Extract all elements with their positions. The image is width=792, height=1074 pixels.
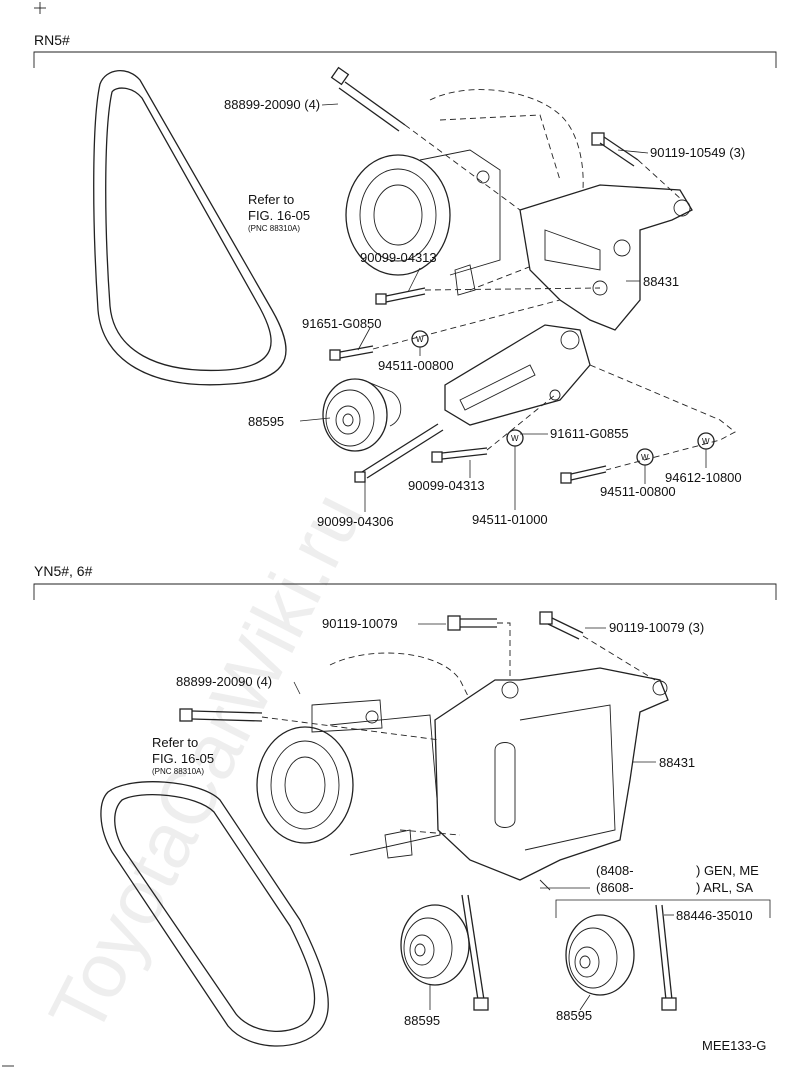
- label-washer-94511-a-top: 94511-00800: [378, 358, 454, 373]
- label-refer-pnc-bottom: (PNC 88310A): [152, 767, 204, 776]
- label-range-2: (8608-: [596, 880, 634, 895]
- label-bolt-90099-a-top: 90099-04313: [360, 250, 437, 265]
- label-pulley-88595-b-bottom: 88595: [556, 1008, 592, 1023]
- washer-94511-a-top: W: [411, 330, 429, 348]
- washer-94511-c-top: W: [506, 429, 524, 447]
- section-rn5: RN5#: [33, 32, 777, 529]
- label-bolt-90099-b-top: 90099-04313: [408, 478, 485, 493]
- label-range-1: (8408-: [596, 863, 634, 878]
- label-pulley-88595-top: 88595: [248, 414, 284, 429]
- bolt-90099-b-top: [431, 447, 488, 463]
- label-refer-line2-bottom: FIG. 16-05: [152, 751, 214, 766]
- bolt-90119-a-bottom: [447, 615, 497, 631]
- label-washer-94511-c-top: 94511-01000: [472, 512, 548, 527]
- bolt-91611-top: [560, 465, 607, 484]
- label-refer-line1-top: Refer to: [248, 192, 294, 207]
- label-washer-94612-top: 94612-10800: [665, 470, 742, 485]
- section-yn5: YN5#, 6#: [33, 563, 777, 1047]
- section-frame-bottom: [33, 583, 777, 600]
- label-refer-pnc-top: (PNC 88310A): [248, 224, 300, 233]
- label-bracket-88431-top: 88431: [643, 274, 679, 289]
- drive-belt-bottom: [100, 781, 329, 1047]
- label-bolt-90119-top: 90119-10549 (3): [650, 145, 745, 160]
- section-header-rn5: RN5#: [34, 32, 70, 48]
- range-bracket-bottom: [540, 887, 771, 918]
- leaders-top: [299, 103, 707, 512]
- section-frame-top: [33, 51, 777, 68]
- idler-pulley-88595-a-bottom: [400, 904, 470, 986]
- bolt-vertical-a-bottom: [461, 894, 489, 1011]
- bolt-88446-bottom: [655, 904, 677, 1011]
- tensioner-bracket-top: [444, 324, 591, 426]
- bolt-90119-top: [591, 132, 639, 167]
- washer-94612-top: W: [697, 432, 715, 450]
- bracket-88431-top: [519, 184, 693, 331]
- drive-belt-top: [93, 70, 287, 386]
- bracket-88431-bottom: [434, 667, 669, 891]
- label-bolt-91611-top: 91611-G0855: [550, 426, 629, 441]
- svg-text:W: W: [416, 335, 424, 344]
- bolt-90099-c-top: [354, 423, 444, 483]
- corner-marks: [2, 2, 46, 1067]
- label-bolt-88899-top: 88899-20090 (4): [224, 97, 320, 112]
- ac-compressor-top: [345, 89, 584, 296]
- label-pulley-88595-a-bottom: 88595: [404, 1013, 440, 1028]
- idler-pulley-88595-b-bottom: [565, 914, 635, 996]
- leaders-bottom: [293, 623, 674, 1011]
- bolt-90119-b-bottom: [539, 611, 584, 640]
- label-refer-line1-bottom: Refer to: [152, 735, 198, 750]
- label-range-2-note: ) ARL, SA: [696, 880, 753, 895]
- svg-text:W: W: [702, 437, 710, 446]
- bolt-88899-bottom: [179, 708, 263, 722]
- bolt-88899-top: [330, 66, 406, 132]
- label-bolt-91651-top: 91651-G0850: [302, 316, 382, 331]
- section-header-yn5: YN5#, 6#: [34, 563, 93, 579]
- ac-compressor-bottom: [256, 652, 471, 859]
- alignment-lines-top: [372, 124, 736, 471]
- svg-text:W: W: [641, 453, 649, 462]
- label-range-1-note: ) GEN, ME: [696, 863, 759, 878]
- label-refer-line2-top: FIG. 16-05: [248, 208, 310, 223]
- label-bracket-88431-bottom: 88431: [659, 755, 695, 770]
- svg-text:W: W: [511, 434, 519, 443]
- alignment-lines-bottom: [261, 622, 656, 836]
- figure-code: MEE133-G: [702, 1038, 766, 1053]
- label-bolt-90099-c-top: 90099-04306: [317, 514, 394, 529]
- label-bolt-88899-bottom: 88899-20090 (4): [176, 674, 272, 689]
- washer-94511-b-top: W: [636, 448, 654, 466]
- label-bolt-90119-b-bottom: 90119-10079 (3): [609, 620, 704, 635]
- label-bolt-88446-bottom: 88446-35010: [676, 908, 753, 923]
- bolt-91651-top: [329, 345, 374, 361]
- idler-pulley-88595-top: [322, 378, 402, 452]
- label-washer-94511-b-top: 94511-00800: [600, 484, 676, 499]
- label-bolt-90119-a-bottom: 90119-10079: [322, 616, 398, 631]
- bolt-90099-a-top: [375, 287, 426, 305]
